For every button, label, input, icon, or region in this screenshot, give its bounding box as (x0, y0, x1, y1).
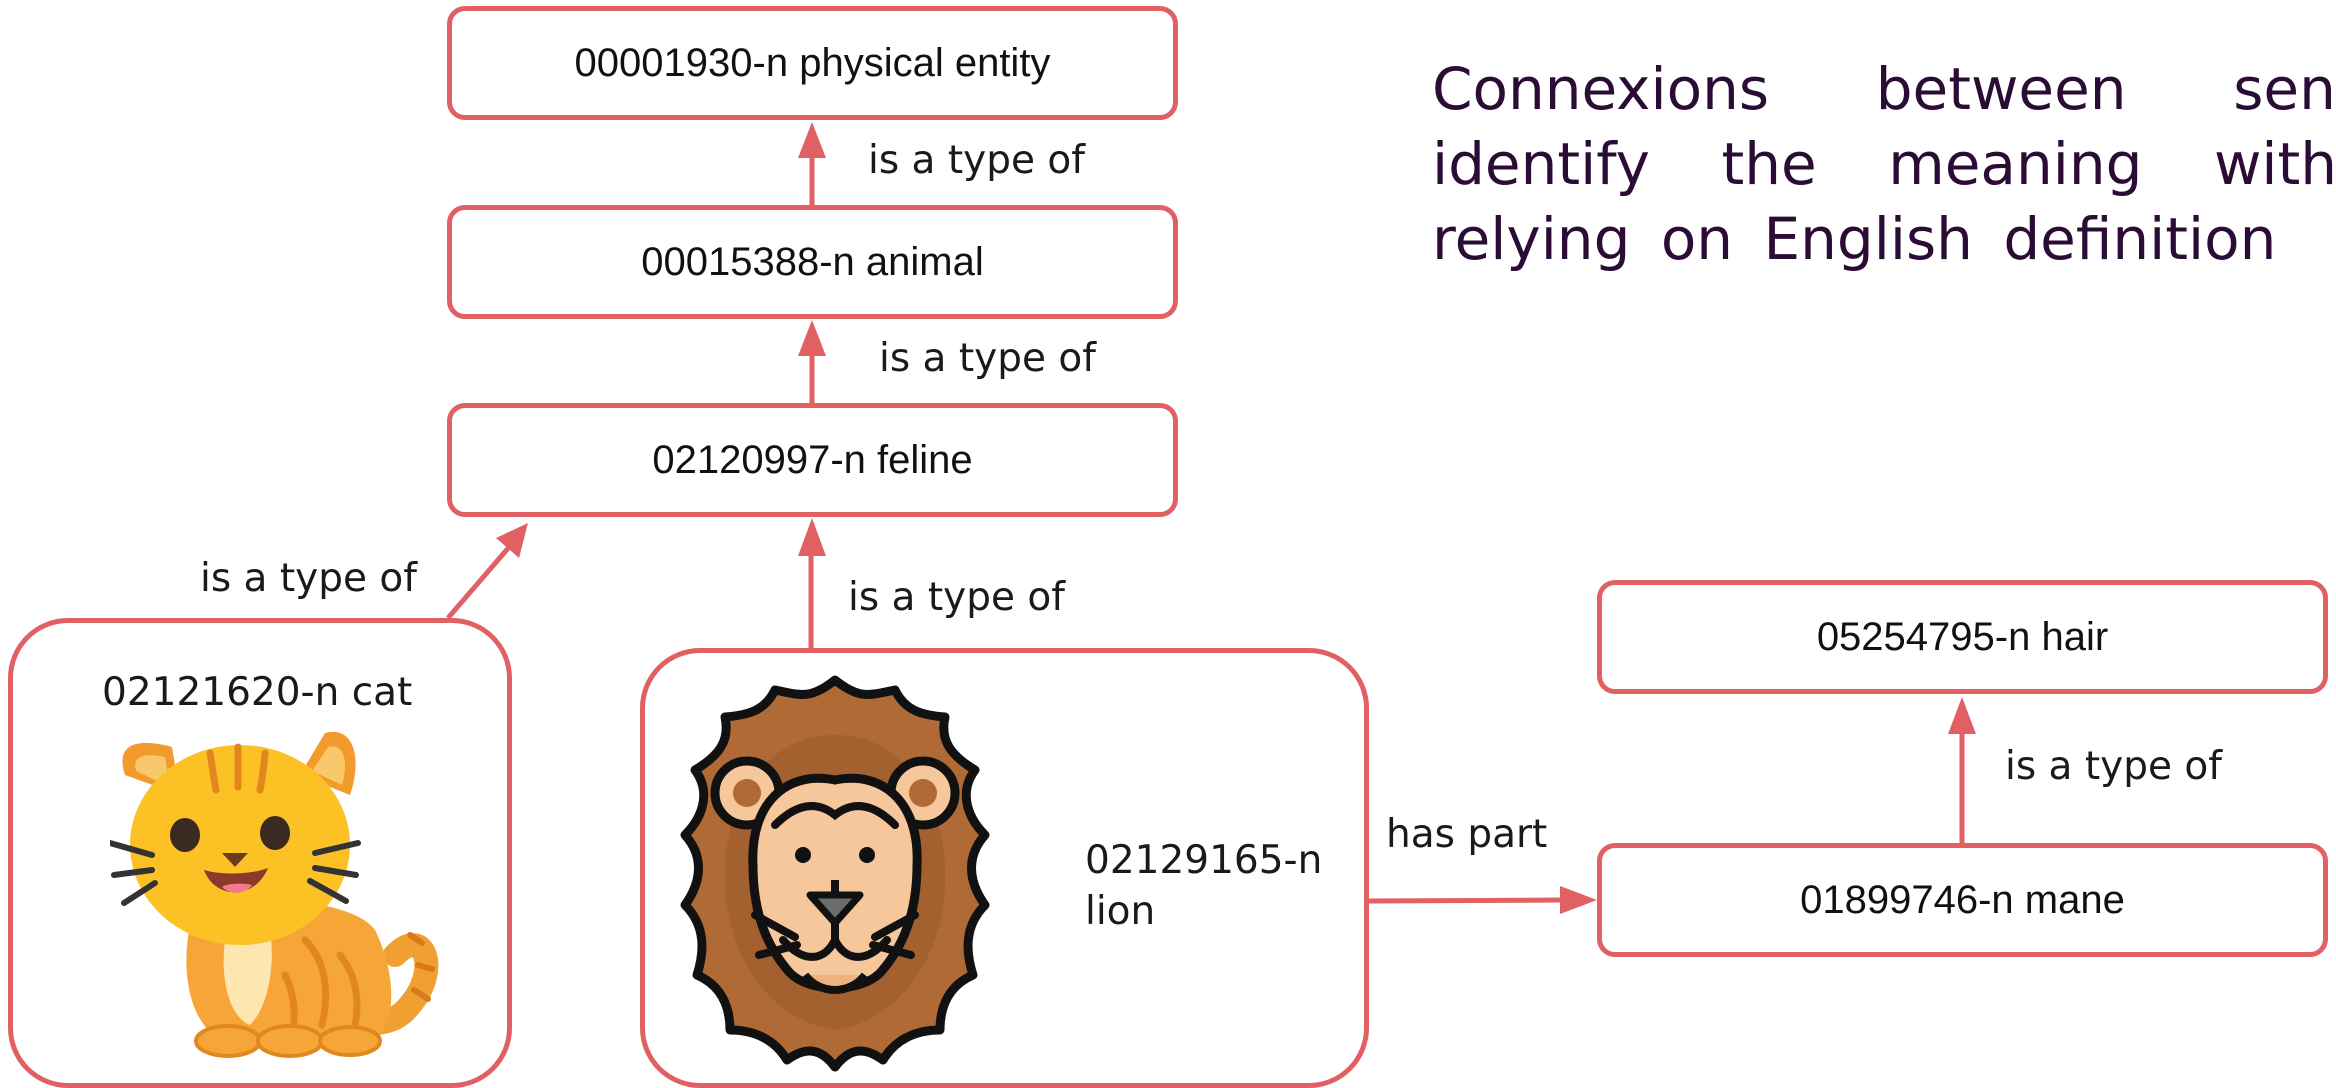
node-mane-label: 01899746-n mane (1800, 877, 2125, 922)
edge-label-lion-to-mane: has part (1386, 812, 1548, 857)
edge-feline-to-animal (798, 320, 826, 403)
node-hair: 05254795-n hair (1597, 580, 2328, 694)
edge-mane-to-hair (1948, 697, 1976, 843)
edge-lion-to-feline (798, 518, 826, 648)
node-cat-label: 02121620-n cat (102, 670, 413, 715)
slide-heading: Connexions between senses identify the m… (1432, 55, 2336, 273)
edge-label-feline-to-animal: is a type of (879, 336, 1096, 381)
node-physical-entity-label: 00001930-n physical entity (574, 40, 1051, 85)
edge-label-lion-to-feline: is a type of (848, 575, 1065, 620)
node-lion-label-line1: 02129165-n (1085, 838, 1323, 883)
edge-label-mane-to-hair: is a type of (2005, 744, 2222, 789)
lion-face-icon (680, 675, 990, 1072)
node-lion-label-line2: lion (1085, 889, 1156, 934)
node-feline-label: 02120997-n feline (652, 437, 973, 482)
node-mane: 01899746-n mane (1597, 843, 2328, 957)
cat-emoji-icon (110, 731, 439, 1058)
edge-animal-to-physical-entity (798, 122, 826, 205)
edge-lion-to-mane (1368, 886, 1597, 914)
node-feline: 02120997-n feline (447, 403, 1178, 517)
edge-label-animal-to-physical-entity: is a type of (868, 138, 1085, 183)
node-physical-entity: 00001930-n physical entity (447, 6, 1178, 120)
node-animal: 00015388-n animal (447, 205, 1178, 319)
edge-cat-to-feline (446, 523, 528, 620)
node-animal-label: 00015388-n animal (641, 239, 984, 284)
node-hair-label: 05254795-n hair (1816, 614, 2109, 659)
edge-label-cat-to-feline: is a type of (200, 556, 417, 601)
